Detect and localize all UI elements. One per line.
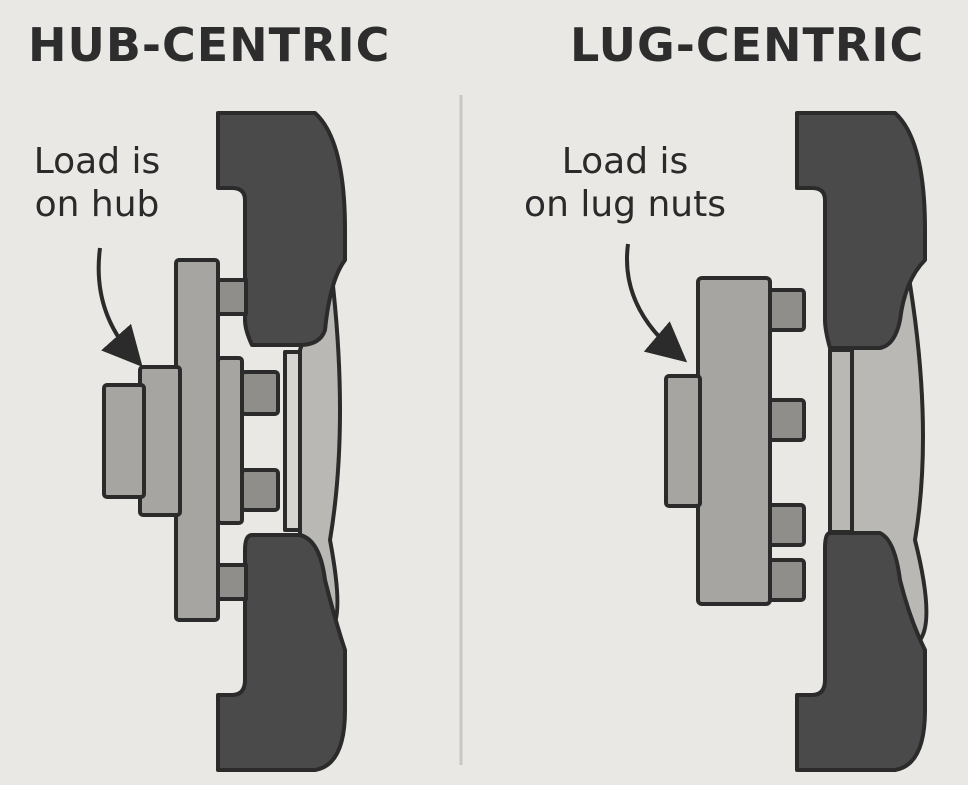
callout-line-2: on hub	[34, 184, 160, 226]
callout-line-1: Load is	[33, 141, 161, 182]
wheel-stud	[766, 398, 806, 442]
wheel-upper-section	[216, 111, 347, 347]
hub-centric-callout: Load is on hub	[22, 140, 172, 226]
hub-pilot	[216, 356, 244, 525]
hub-flange	[174, 258, 220, 622]
callout-line-1: Load is	[561, 141, 689, 182]
wheel-center-bore	[828, 348, 854, 534]
hub-cap	[102, 383, 146, 499]
wheel-stud	[766, 558, 806, 602]
wheel-stud	[766, 288, 806, 332]
lug-nut	[240, 370, 280, 416]
wheel-stud	[214, 278, 248, 316]
arrow-icon	[625, 243, 688, 363]
wheel-lower-section	[795, 531, 927, 772]
wheel-stud	[214, 563, 248, 601]
hub-flange	[696, 276, 772, 606]
wheel-upper-section	[795, 111, 927, 350]
hub-cap	[664, 374, 702, 508]
lug-centric-callout: Load is on lug nuts	[510, 140, 740, 226]
wheel-lower-section	[216, 533, 347, 772]
callout-line-2: on lug nuts	[524, 184, 726, 226]
hub-centric-assembly	[102, 111, 347, 772]
hub-centric-title: HUB-CENTRIC	[28, 18, 391, 72]
arrow-icon	[96, 247, 143, 367]
wheel-stud	[766, 503, 806, 547]
hub-bore	[283, 350, 302, 532]
lug-centric-assembly	[664, 111, 929, 772]
lug-nut	[240, 468, 280, 512]
lug-centric-title: LUG-CENTRIC	[570, 18, 925, 72]
